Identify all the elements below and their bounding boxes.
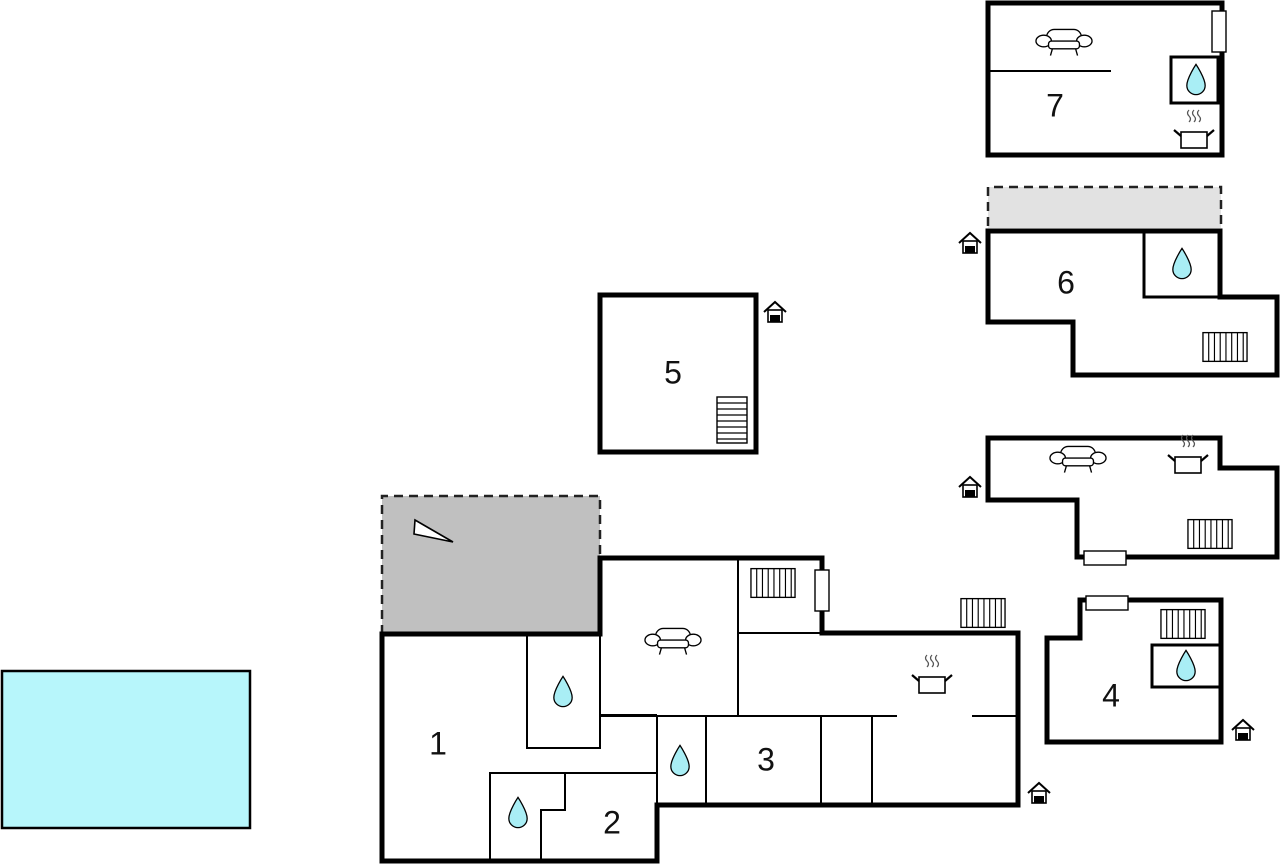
window-icon bbox=[1085, 595, 1129, 611]
room-label-6: 6 bbox=[1057, 264, 1075, 300]
cooking-pot-icon bbox=[1166, 433, 1210, 475]
radiator-icon bbox=[960, 597, 1006, 629]
sofa-icon bbox=[1035, 28, 1093, 57]
balcony bbox=[988, 187, 1221, 228]
main-building-interior-walls bbox=[489, 558, 1018, 861]
swimming-pool bbox=[0, 669, 252, 830]
cooking-pot-icon bbox=[1172, 108, 1216, 150]
room-label-4: 4 bbox=[1102, 677, 1120, 713]
stairs-icon bbox=[716, 396, 748, 444]
bathroom-cell bbox=[1150, 643, 1222, 689]
north-arrow-icon bbox=[413, 518, 454, 543]
water-drop-icon bbox=[1186, 63, 1206, 96]
main-building-outline bbox=[379, 555, 1021, 864]
window-icon bbox=[1211, 10, 1227, 53]
house-entrance-icon bbox=[958, 232, 982, 254]
house-entrance-icon bbox=[763, 301, 787, 323]
room-label-2: 2 bbox=[603, 804, 621, 840]
building-6-outline bbox=[985, 228, 1280, 378]
terrace bbox=[382, 496, 600, 634]
room-label-5: 5 bbox=[664, 354, 682, 390]
water-drop-icon bbox=[1176, 649, 1196, 682]
radiator-icon bbox=[750, 567, 796, 599]
radiator-icon bbox=[1160, 608, 1206, 640]
bathroom-cell bbox=[1169, 55, 1220, 105]
room-label-3: 3 bbox=[757, 741, 775, 777]
room-label-7: 7 bbox=[1046, 87, 1064, 123]
water-drop-icon bbox=[670, 744, 690, 777]
sofa-icon bbox=[1049, 445, 1107, 474]
building-5-outline bbox=[597, 292, 759, 455]
balcony-dashed-outline bbox=[986, 185, 1223, 226]
bathroom-wall bbox=[1142, 231, 1220, 299]
water-drop-icon bbox=[508, 796, 528, 829]
building-7-outline bbox=[985, 0, 1225, 158]
room-label-1: 1 bbox=[429, 725, 447, 761]
window-icon bbox=[1083, 550, 1127, 566]
sofa-icon bbox=[644, 627, 702, 656]
water-drop-icon bbox=[1172, 247, 1192, 280]
house-entrance-icon bbox=[1027, 782, 1051, 804]
radiator-icon bbox=[1187, 518, 1233, 550]
building-4-outline bbox=[1044, 597, 1224, 745]
water-drop-icon bbox=[553, 675, 573, 708]
building-unlabelled-outline bbox=[985, 435, 1280, 560]
window-icon bbox=[814, 569, 830, 612]
radiator-icon bbox=[1202, 331, 1248, 363]
cooking-pot-icon bbox=[910, 653, 954, 695]
house-entrance-icon bbox=[1231, 719, 1255, 741]
house-entrance-icon bbox=[958, 476, 982, 498]
terrace-dashed-outline bbox=[380, 494, 602, 634]
